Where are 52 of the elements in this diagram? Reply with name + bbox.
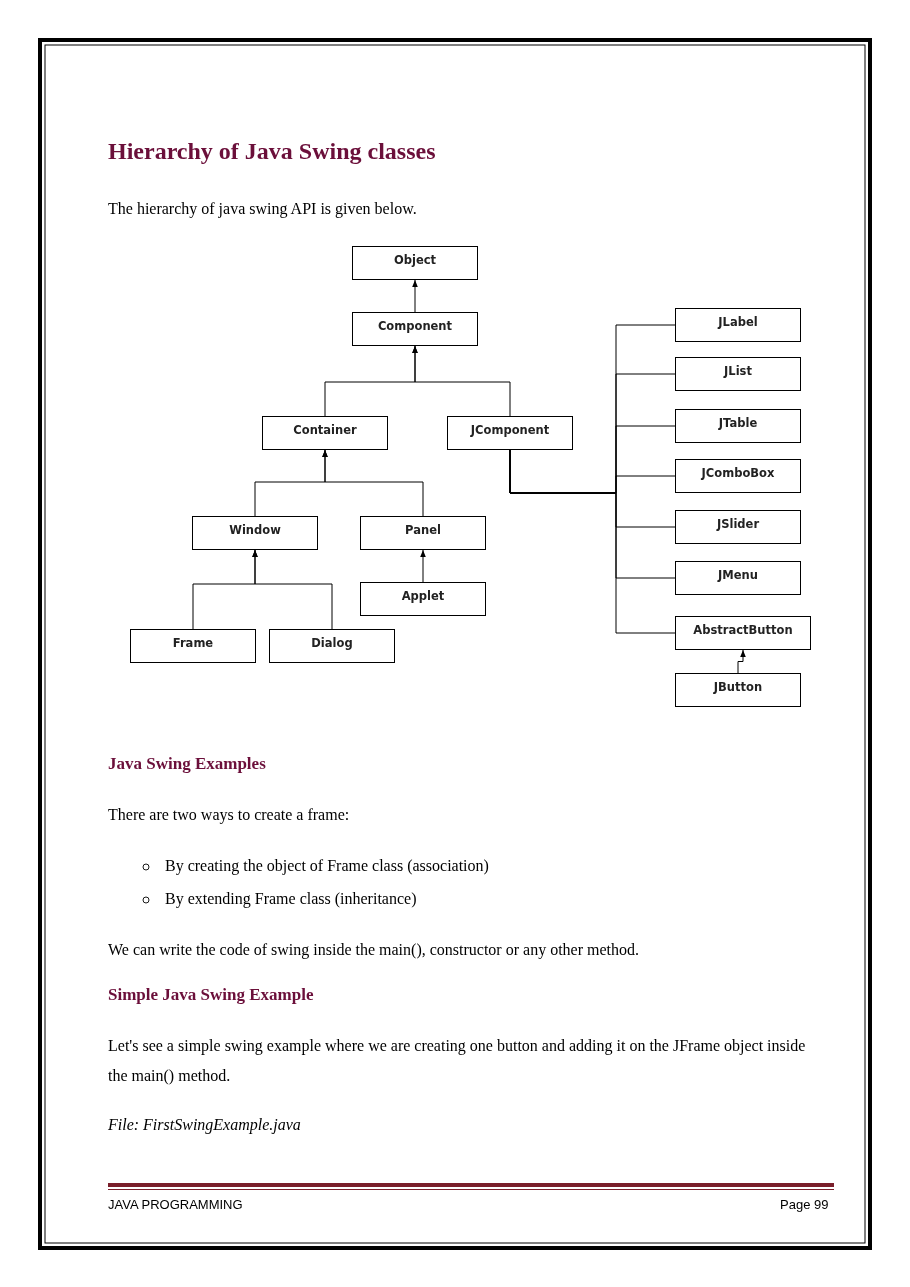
class-name: Panel xyxy=(404,522,442,537)
class-name: Window xyxy=(228,522,282,537)
class-name: Applet xyxy=(400,588,446,603)
class-box xyxy=(360,582,486,616)
inheritance-arrow xyxy=(412,279,418,313)
class-box xyxy=(262,416,388,450)
class-name: Component xyxy=(376,318,454,333)
class-box xyxy=(192,516,318,550)
section-heading: Java Swing Examples xyxy=(108,754,266,774)
inheritance-arrow xyxy=(420,549,426,583)
class-name: JComboBox xyxy=(700,465,776,480)
class-box xyxy=(675,561,801,595)
class-name: Frame xyxy=(171,635,215,650)
class-name: JComponent xyxy=(469,422,551,437)
inheritance-arrow xyxy=(322,449,424,517)
class-box xyxy=(675,357,801,391)
class-name: JSlider xyxy=(715,516,761,531)
intro-text: The hierarchy of java swing API is given below. xyxy=(108,199,417,220)
page-number: Page 99 xyxy=(780,1197,829,1212)
class-name: JMenu xyxy=(716,567,759,582)
class-box xyxy=(447,416,573,450)
section-heading: Simple Java Swing Example xyxy=(108,985,314,1005)
inheritance-arrow xyxy=(737,649,746,674)
body-text: Let's see a simple swing example where we are creating one button and adding it on the JFrame object inside the main() method. xyxy=(108,1036,807,1087)
class-name: JLabel xyxy=(716,314,759,329)
class-name: Object xyxy=(392,252,438,267)
class-name: Dialog xyxy=(310,635,354,650)
class-box xyxy=(675,510,801,544)
class-box xyxy=(675,459,801,493)
class-box xyxy=(352,246,478,280)
list-item: By extending Frame class (inheritance) xyxy=(165,889,417,910)
class-box xyxy=(675,409,801,443)
class-box xyxy=(352,312,478,346)
list-item: By creating the object of Frame class (association) xyxy=(165,856,489,877)
class-name: JButton xyxy=(712,679,764,694)
class-box xyxy=(675,308,801,342)
class-box xyxy=(675,616,811,650)
class-name: AbstractButton xyxy=(692,622,794,637)
inheritance-arrow xyxy=(252,549,333,630)
footer-text: JAVA PROGRAMMING xyxy=(108,1197,243,1212)
class-name: Container xyxy=(292,422,358,437)
class-name: JList xyxy=(722,363,753,378)
class-box xyxy=(360,516,486,550)
inheritance-arrow xyxy=(412,345,511,417)
body-text: There are two ways to create a frame: xyxy=(108,805,350,826)
body-text: We can write the code of swing inside the main(), constructor or any other method. xyxy=(108,940,639,961)
class-box xyxy=(130,629,256,663)
page-title: Hierarchy of Java Swing classes xyxy=(108,138,436,165)
class-box xyxy=(269,629,395,663)
class-box xyxy=(675,673,801,707)
class-name: JTable xyxy=(717,415,759,430)
file-name: File: FirstSwingExample.java xyxy=(108,1115,301,1136)
